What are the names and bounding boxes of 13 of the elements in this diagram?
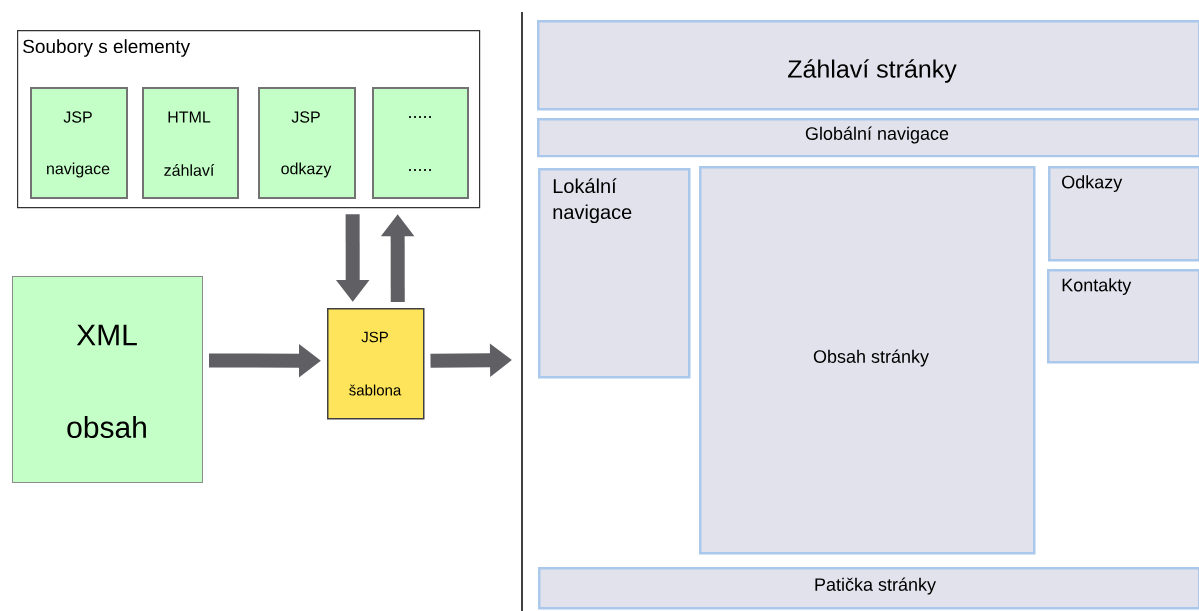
page-region-box: Lokální navigace	[538, 168, 691, 379]
content-box: XML obsah	[12, 276, 203, 483]
file-box: HTML záhlaví	[142, 87, 239, 199]
page-region-box: Záhlaví stránky	[537, 20, 1199, 111]
file-box: ..... .....	[372, 87, 469, 199]
file-box: JSP navigace	[30, 87, 128, 199]
page-region-box: Odkazy	[1048, 166, 1199, 262]
page-region-box: Kontakty	[1047, 269, 1199, 364]
page-region-box: Globální navigace	[537, 118, 1199, 158]
file-box: JSP odkazy	[258, 87, 356, 199]
page-region-box: Patička stránky	[538, 567, 1199, 610]
page-region-box: Obsah stránky	[699, 166, 1036, 555]
template-box: JSP šablona	[327, 308, 425, 420]
